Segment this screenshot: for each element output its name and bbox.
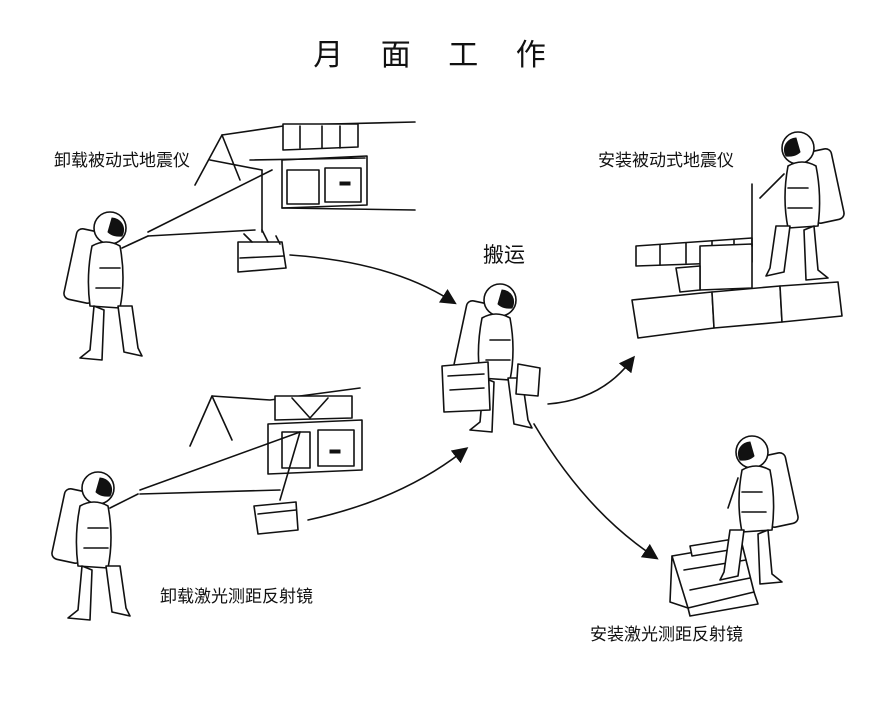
arrow-to-deploy-laser [533, 423, 659, 560]
lander-bay-top [194, 121, 416, 211]
label-deploy-seismometer: 安装被动式地震仪 [598, 151, 734, 171]
page-title: 月 面 工 作 [313, 38, 560, 73]
tether-top [147, 169, 273, 237]
seismometer-package-hanging [237, 229, 287, 273]
astronaut-unloading-laser [50, 471, 139, 621]
seismometer-deployed [631, 183, 843, 339]
tether-bottom [139, 431, 301, 501]
laser-reflector-package-hanging [253, 501, 299, 535]
label-unload-laser-reflector: 卸载激光测距反射镜 [160, 587, 313, 607]
label-carry: 搬运 [483, 243, 525, 267]
astronaut-deploying-laser [719, 435, 800, 585]
arrow-to-deploy-seismometer [547, 355, 635, 405]
laser-reflector-deployed [669, 537, 759, 617]
arrow-to-carry-bottom [307, 447, 469, 521]
astronaut-unloading-seismometer [62, 211, 149, 361]
astronaut-deploying-seismometer [759, 131, 846, 281]
arrow-to-carry-top [289, 254, 457, 305]
label-unload-seismometer: 卸载被动式地震仪 [54, 151, 190, 171]
lander-bay-bottom [189, 387, 363, 475]
astronaut-carrying [441, 283, 541, 433]
label-deploy-laser-reflector: 安装激光测距反射镜 [590, 625, 743, 645]
